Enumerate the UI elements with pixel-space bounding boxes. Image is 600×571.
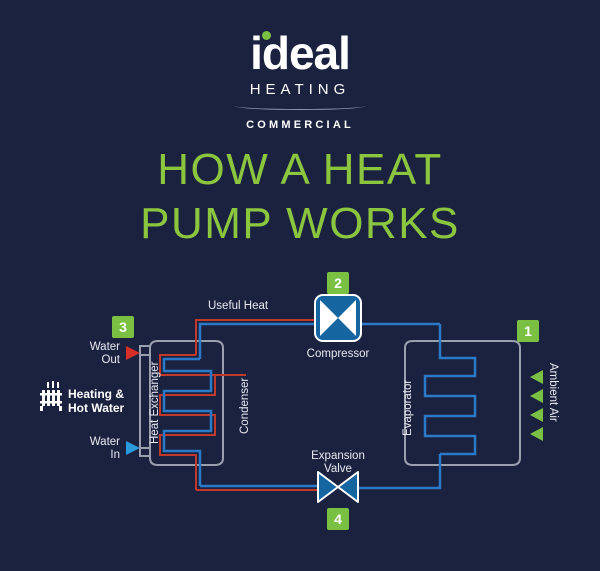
heat-pump-diagram: 1 2 3 4 Useful Heat Compressor Expansion… — [0, 258, 600, 548]
expansion-valve-icon[interactable] — [317, 471, 359, 503]
step-badge-2[interactable]: 2 — [327, 272, 349, 294]
ambient-air-arrows — [530, 370, 543, 441]
label-water-out-line-2: Out — [101, 354, 120, 366]
water-out-arrow-icon — [126, 346, 140, 360]
label-expansion-valve-line-2: Valve — [324, 463, 352, 475]
logo-subtitle: HEATING — [249, 81, 351, 98]
condenser-vessel-outline — [149, 340, 224, 466]
logo-swoosh-divider — [235, 102, 365, 110]
logo-tagline: COMMERCIAL — [246, 119, 354, 131]
ambient-air-arrow-icon — [530, 389, 543, 403]
step-badge-4[interactable]: 4 — [327, 508, 349, 530]
compressor-bowtie-icon — [320, 300, 356, 336]
label-water-out-line-1: Water — [89, 341, 120, 353]
label-water-in-line-1: Water — [89, 436, 120, 448]
label-useful-heat: Useful Heat — [208, 300, 269, 312]
evaporator-vessel-outline — [404, 340, 521, 466]
diagram-svg — [40, 294, 543, 503]
ambient-air-arrow-icon — [530, 370, 543, 384]
logo-dot-icon — [262, 31, 272, 40]
step-badge-3[interactable]: 3 — [112, 316, 134, 338]
label-compressor: Compressor — [306, 348, 370, 360]
radiator-icon — [40, 381, 62, 411]
page-title-line-1: HOW A HEAT — [157, 145, 443, 194]
brand-logo: ideal HEATING COMMERCIAL — [0, 30, 600, 131]
page-title: HOW A HEAT PUMP WORKS — [0, 143, 600, 251]
label-water-in-line-2: In — [110, 449, 120, 461]
ambient-air-arrow-icon — [530, 408, 543, 422]
label-heating-line-1: Heating & — [68, 387, 125, 401]
step-badge-1[interactable]: 1 — [517, 320, 539, 342]
hot-refrigerant-pipe — [159, 319, 318, 491]
label-heat-exchanger: Heat Exchanger — [149, 361, 161, 444]
label-evaporator: Evaporator — [402, 379, 414, 436]
heat-exchanger-bracket-top-stub — [140, 354, 150, 449]
heat-exchanger-bracket — [139, 345, 150, 457]
logo-wordmark: ideal — [250, 30, 351, 76]
label-heating-line-2: Hot Water — [68, 401, 125, 415]
label-ambient-air: Ambient Air — [547, 363, 559, 422]
water-in-arrow-icon — [126, 441, 140, 455]
ambient-air-arrow-icon — [530, 427, 543, 441]
label-expansion-valve-line-1: Expansion — [311, 450, 365, 462]
page-title-line-2: PUMP WORKS — [140, 199, 460, 248]
label-condenser: Condenser — [239, 377, 251, 434]
refrigerant-pipe — [162, 322, 477, 490]
